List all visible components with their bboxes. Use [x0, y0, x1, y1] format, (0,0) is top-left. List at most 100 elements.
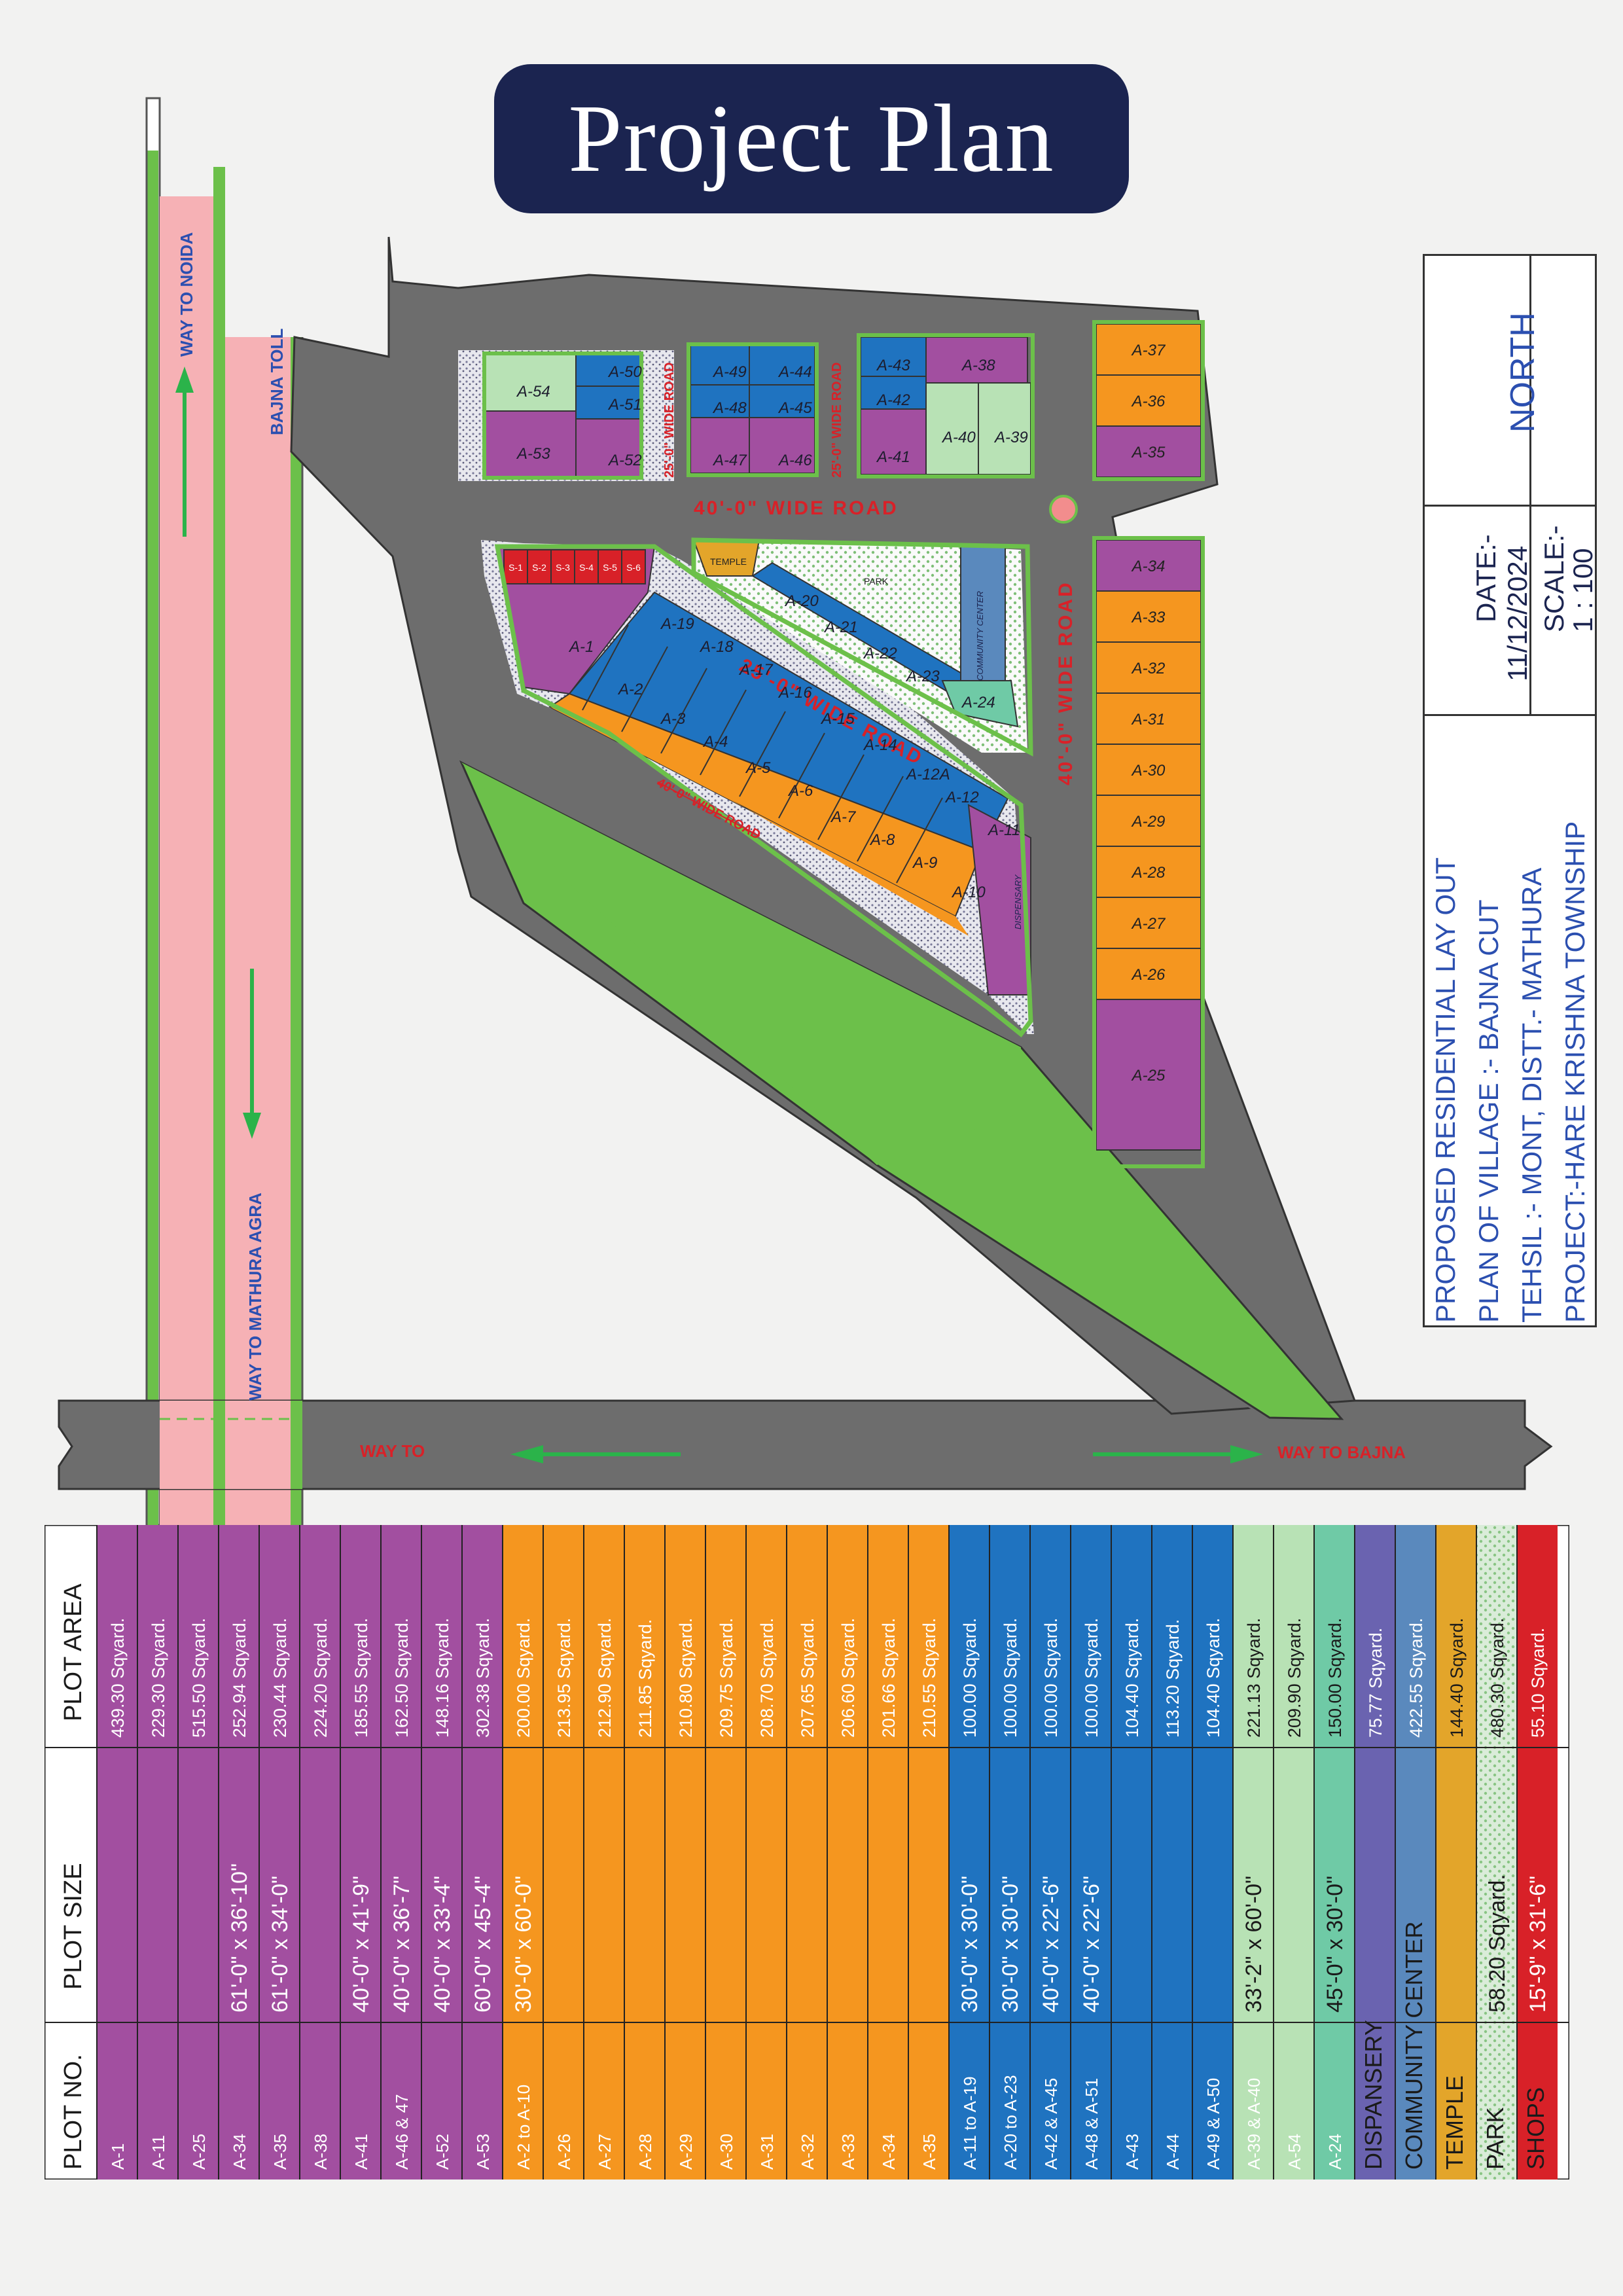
- plot-label-a-35: A-35: [1131, 444, 1166, 461]
- cell-plot-size: 30'-0" x 30'-0": [998, 1876, 1023, 2013]
- cell-plot-no: A-11: [149, 2135, 168, 2170]
- cell-plot-area: 439.30 Sqyard.: [108, 1618, 128, 1738]
- cell-plot-area: 100.00 Sqyard.: [1082, 1618, 1101, 1738]
- plot-label-a-4: A-4: [704, 733, 728, 751]
- cell-plot-size: 40'-0" x 33'-4": [430, 1876, 455, 2013]
- plot-label-a-34: A-34: [1131, 558, 1166, 575]
- cell-plot-area: 221.13 Sqyard.: [1244, 1618, 1264, 1738]
- cell-plot-area: 480.30 Sqyard.: [1488, 1618, 1507, 1738]
- info-line-4: PROJECT:-HARE KRISHNA TOWNSHIP: [1560, 821, 1590, 1323]
- cell-plot-no: A-27: [595, 2134, 615, 2170]
- plot-label-a-19: A-19: [661, 615, 694, 633]
- plot-label-a-7: A-7: [831, 808, 856, 826]
- plot-label-a-23: A-23: [906, 668, 940, 685]
- cell-plot-area: 104.40 Sqyard.: [1122, 1618, 1142, 1738]
- plot-label-a-33: A-33: [1131, 609, 1166, 626]
- info-box: NORTH DATE:- 11/12/2024 SCALE:- 1 : 100 …: [1423, 254, 1598, 1327]
- plot-label-a-22: A-22: [864, 645, 897, 662]
- cell-plot-area: 207.65 Sqyard.: [798, 1618, 817, 1738]
- temple-label: TEMPLE: [710, 556, 747, 567]
- date-value: 11/12/2024: [1502, 545, 1533, 681]
- shop-6: [621, 549, 646, 584]
- scale-label: SCALE:-: [1539, 525, 1569, 632]
- way-to-label: WAY TO: [360, 1441, 425, 1461]
- cell-plot-no: A-44: [1163, 2134, 1183, 2170]
- info-line-3: TEHSIL :- MONT, DISTT.- MATHURA: [1516, 867, 1547, 1323]
- info-line-1: PROPOSED RESIDENTIAL LAY OUT: [1430, 857, 1461, 1323]
- info-divider-2: [1425, 505, 1595, 507]
- date-label: DATE:-: [1471, 534, 1501, 622]
- cell-plot-no: A-11 to A-19: [960, 2076, 980, 2170]
- table-row: A-52 40'-0" x 33'-4" 148.16 Sqyard.: [421, 1525, 462, 2179]
- plot-label-a-30: A-30: [1131, 762, 1166, 780]
- block-top-right: [857, 333, 1035, 478]
- plot-label-a-26: A-26: [1131, 966, 1166, 984]
- plot-label-a-39: A-39: [995, 429, 1028, 446]
- plot-label-a-17: A-17: [740, 661, 773, 679]
- plot-label-a-27: A-27: [1131, 915, 1166, 933]
- cell-plot-area: 212.90 Sqyard.: [595, 1618, 615, 1738]
- way-to-noida-label: WAY TO NOIDA: [177, 232, 196, 357]
- table-header-2: PLOT AREA: [60, 1583, 87, 1721]
- plot-label-a-1: A-1: [569, 638, 594, 656]
- block-top-left: [458, 350, 674, 481]
- way-to-bajna-label: WAY TO BAJNA: [1277, 1443, 1406, 1462]
- cell-plot-area: 150.00 Sqyard.: [1325, 1618, 1345, 1738]
- scale-value: 1 : 100: [1567, 548, 1598, 632]
- cell-plot-size: 40'-0" x 22'-6": [1039, 1876, 1063, 2013]
- plot-label-a-41: A-41: [877, 448, 910, 466]
- cell-plot-area: 200.00 Sqyard.: [514, 1618, 533, 1738]
- cell-plot-no: A-24: [1325, 2134, 1345, 2170]
- cell-plot-no: A-33: [838, 2134, 858, 2170]
- plot-label-a-12: A-12: [946, 789, 979, 806]
- plot-label-a-15: A-15: [821, 710, 855, 728]
- bottom-road: [58, 1399, 1553, 1490]
- cell-plot-area: 55.10 Sqyard.: [1528, 1628, 1548, 1738]
- cell-plot-area: 208.70 Sqyard.: [757, 1618, 777, 1738]
- cell-plot-area: 211.85 Sqyard.: [635, 1619, 655, 1738]
- cell-plot-area: 210.55 Sqyard.: [919, 1618, 939, 1738]
- plot-label-a-48: A-48: [713, 399, 747, 417]
- plot-label-a-2: A-2: [618, 681, 643, 698]
- cell-plot-size: 61'-0" x 34'-0": [268, 1876, 293, 2013]
- plot-divider: [778, 732, 825, 819]
- plot-a-37: [1096, 323, 1202, 376]
- cell-plot-no: A-32: [798, 2134, 817, 2170]
- cell-plot-area: 113.20 Sqyard.: [1163, 1619, 1183, 1738]
- cell-plot-no: A-52: [433, 2134, 452, 2170]
- cell-plot-area: 185.55 Sqyard.: [351, 1618, 371, 1738]
- shop-3: [550, 549, 575, 584]
- cell-plot-area: 302.38 Sqyard.: [473, 1618, 493, 1738]
- plot-label-a-36: A-36: [1131, 393, 1166, 410]
- cell-plot-size: 30'-0" x 60'-0": [511, 1876, 536, 2013]
- cell-plot-no: TEMPLE: [1441, 2075, 1468, 2170]
- cell-plot-no: A-31: [757, 2134, 777, 2170]
- shop-label-4: S-4: [579, 562, 594, 573]
- cell-plot-area: 213.95 Sqyard.: [554, 1618, 574, 1738]
- cell-plot-no: A-20 to A-23: [1001, 2075, 1020, 2170]
- cell-plot-no: A-54: [1285, 2134, 1304, 2170]
- cell-plot-size: 15'-9" x 31'-6": [1525, 1876, 1550, 2013]
- plot-label-a-49: A-49: [713, 363, 747, 381]
- cell-plot-size: 40'-0" x 22'-6": [1079, 1876, 1104, 2013]
- plot-a-34: [1096, 539, 1202, 592]
- info-line-2: PLAN OF VILLAGE :- BAJNA CUT: [1473, 899, 1504, 1323]
- plot-divider: [621, 646, 668, 732]
- cell-plot-area: 148.16 Sqyard.: [433, 1618, 452, 1738]
- plot-label-a-11: A-11: [988, 821, 1020, 839]
- cell-plot-no: A-30: [717, 2134, 736, 2170]
